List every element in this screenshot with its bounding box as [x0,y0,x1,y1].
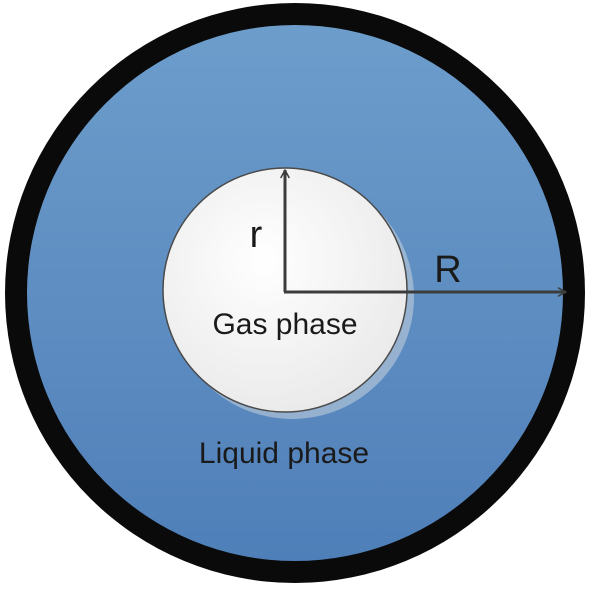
outer-radius-label: R [434,249,461,291]
gas-phase-label: Gas phase [212,308,357,341]
liquid-phase-label: Liquid phase [199,437,369,470]
inner-radius-label: r [250,214,263,256]
